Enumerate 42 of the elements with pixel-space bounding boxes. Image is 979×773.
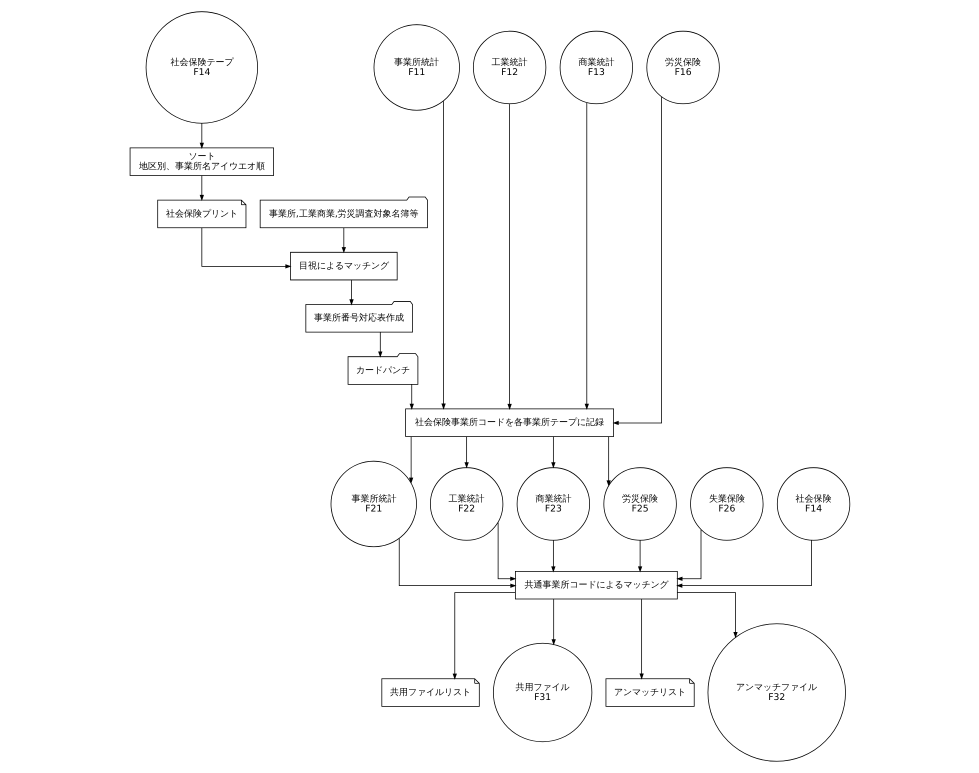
arrow: [200, 228, 292, 269]
arrow: [497, 522, 516, 581]
node-circle: 失業保険 F26: [690, 467, 763, 541]
arrow: [452, 592, 516, 680]
node-circle: 商業統計 F23: [516, 467, 590, 541]
arrow: [638, 598, 644, 680]
arrow: [550, 540, 556, 573]
node-box: ソート 地区別、事業所名アイウエオ順: [129, 148, 274, 176]
node-box: 共通事業所コードによるマッチング: [514, 571, 678, 600]
node-circle: 事業所統計 F11: [373, 24, 460, 111]
arrow: [348, 280, 354, 306]
arrow: [398, 538, 516, 588]
arrow: [199, 123, 204, 149]
arrow: [378, 332, 382, 358]
node-circle: 労災保険 F25: [602, 467, 676, 541]
node-circle: 共用ファイル F31: [492, 642, 592, 742]
node-circle: 労災保険 F16: [646, 30, 720, 104]
arrow: [440, 100, 446, 410]
arrow: [676, 529, 701, 581]
arrow: [341, 228, 346, 254]
arrow: [612, 96, 662, 426]
arrow: [550, 436, 556, 468]
node-circle: 事業所統計 F21: [330, 460, 416, 548]
arrow: [409, 384, 414, 410]
node-circle: アンマッチファイル F32: [707, 623, 846, 762]
arrow: [199, 175, 204, 202]
node-circle: 商業統計 F13: [559, 30, 632, 104]
node-circle: 工業統計 F22: [429, 467, 503, 541]
arrow: [606, 436, 610, 487]
node-circle: 社会保険テープ F14: [145, 11, 258, 124]
node-box: 目視によるマッチング: [290, 252, 398, 280]
arrow: [584, 102, 588, 410]
arrow: [551, 598, 556, 646]
arrow: [464, 436, 468, 468]
node-circle: 工業統計 F12: [472, 30, 546, 104]
arrow: [637, 540, 642, 573]
arrow: [408, 436, 413, 484]
arrow: [506, 104, 512, 410]
arrow: [676, 540, 812, 588]
node-circle: 社会保険 F14: [776, 467, 850, 541]
arrow: [676, 592, 738, 638]
node-box: 社会保険事業所コードを各事業所テープに記録: [404, 408, 614, 437]
